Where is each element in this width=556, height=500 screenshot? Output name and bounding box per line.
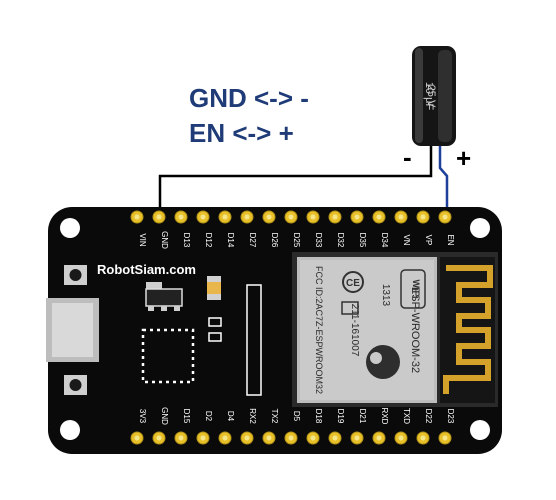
bottom-pin-center [376, 435, 382, 441]
capacitor-value-label: 10 μF [423, 82, 435, 111]
certification-mark [366, 345, 400, 379]
top-pin-center [332, 214, 338, 220]
top-pin-center [134, 214, 140, 220]
usb-uart-chip [141, 328, 195, 384]
bottom-pin-center [266, 435, 272, 441]
bottom-pin-center [442, 435, 448, 441]
bottom-pin-center [178, 435, 184, 441]
top-pin-header: VIN GND D13 D12 D14 D27 D26 D25 D33 D32 D35 D34 VN VP… [130, 210, 455, 249]
bottom-pin-center [244, 435, 250, 441]
bottom-pin-label: D21 [358, 409, 367, 424]
top-pin-label: D34 [380, 233, 389, 248]
bottom-pin-center [398, 435, 404, 441]
top-pin-label: D14 [226, 233, 235, 248]
bottom-pin-label: D5 [292, 411, 301, 422]
top-pin-center [354, 214, 360, 220]
esp32-board: ESP-WROOM-32 211-161007 FCC ID:2AC7Z-ESP… [46, 207, 502, 454]
top-pin-label: VN [402, 234, 411, 245]
ce-mark-label: CE [346, 278, 360, 289]
module-number-label: 1313 [380, 284, 391, 307]
top-pin-label: VIN [138, 233, 147, 247]
note-gnd: GND <-> - [189, 83, 309, 113]
bottom-pin-label: D19 [336, 409, 345, 424]
top-pin-center [442, 214, 448, 220]
module-model-label: ESP-WROOM-32 [409, 287, 421, 373]
capacitor-positive-label: + [456, 143, 472, 173]
brand-label: RobotSiam.com [97, 262, 196, 277]
bottom-pin-label: 3V3 [138, 409, 147, 424]
top-pin-center [266, 214, 272, 220]
top-pin-label: D32 [336, 233, 345, 248]
mount-hole-br [470, 420, 490, 440]
top-pin-label: D12 [204, 233, 213, 248]
module-code-label: 211-161007 [349, 304, 360, 357]
top-pin-label: D26 [270, 233, 279, 248]
top-pin-center [156, 214, 162, 220]
bottom-pin-center [310, 435, 316, 441]
bottom-pin-label: TX2 [270, 409, 279, 424]
bottom-pin-header: 3V3 GND D15 D2 D4 RX2 TX2 D5 D18 D19 D21 RXD TXD D22 D… [130, 407, 455, 445]
bottom-pin-label: D18 [314, 409, 323, 424]
mount-hole-tr [470, 218, 490, 238]
top-pin-label: VP [424, 235, 433, 246]
top-pin-label: D25 [292, 233, 301, 248]
capacitor-voltage-label: 25 V [425, 85, 437, 108]
top-pin-center [178, 214, 184, 220]
bottom-pin-label: TXD [402, 408, 411, 424]
top-pin-label: D27 [248, 233, 257, 248]
esp-wroom-module: ESP-WROOM-32 211-161007 FCC ID:2AC7Z-ESP… [292, 252, 498, 407]
mount-hole-tl [60, 218, 80, 238]
wifi-logo-label: WiFi [411, 280, 421, 299]
ce-mark: CE [342, 271, 364, 293]
voltage-regulator [145, 282, 183, 311]
mount-hole-bl [60, 420, 80, 440]
bottom-pin-center [134, 435, 140, 441]
bottom-pin-label: D22 [424, 409, 433, 424]
wifi-logo: WiFi [400, 269, 426, 309]
top-pin-center [288, 214, 294, 220]
top-pin-label: D13 [182, 233, 191, 248]
resistor-array [246, 284, 262, 396]
bottom-pin-label: D2 [204, 411, 213, 422]
note-en: EN <-> + [189, 118, 294, 148]
bottom-pin-center [288, 435, 294, 441]
bottom-pin-label: GND [160, 407, 169, 425]
top-pin-center [222, 214, 228, 220]
antenna-trace [443, 265, 493, 394]
bottom-pin-center [420, 435, 426, 441]
en-wire [438, 140, 449, 210]
gnd-wire [158, 140, 433, 210]
top-pin-label: D35 [358, 233, 367, 248]
bottom-pin-label: D23 [446, 409, 455, 424]
capacitor: 10 μF 25 V [412, 46, 456, 146]
top-pin-center [244, 214, 250, 220]
bottom-pin-label: RX2 [248, 408, 257, 424]
top-pin-center [398, 214, 404, 220]
bottom-pin-label: D15 [182, 409, 191, 424]
bottom-pin-label: D4 [226, 411, 235, 422]
top-pin-label: EN [446, 234, 455, 245]
top-pin-label: D33 [314, 233, 323, 248]
bottom-pin-label: RXD [380, 408, 389, 425]
bottom-pin-center [332, 435, 338, 441]
module-fcc-label: FCC ID:2AC7Z-ESPWROOM32 [314, 266, 324, 394]
top-pin-center [200, 214, 206, 220]
bottom-pin-center [200, 435, 206, 441]
capacitor-negative-label: - [403, 142, 412, 172]
bottom-pin-center [156, 435, 162, 441]
top-pin-center [420, 214, 426, 220]
bottom-pin-center [222, 435, 228, 441]
bottom-pin-center [354, 435, 360, 441]
top-pin-center [310, 214, 316, 220]
regulatory-box-mark [341, 301, 359, 315]
top-pin-label: GND [160, 231, 169, 249]
top-pin-center [376, 214, 382, 220]
